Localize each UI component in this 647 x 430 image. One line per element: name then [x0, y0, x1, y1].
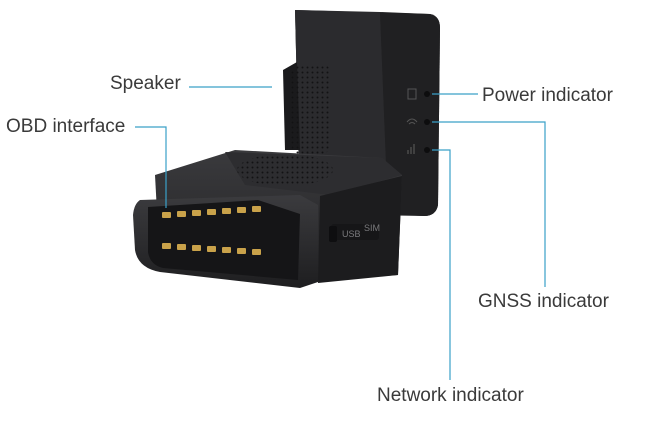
network-leader — [432, 149, 451, 380]
power-icon — [407, 88, 417, 100]
network-led — [424, 147, 430, 153]
gnss-leader — [432, 121, 546, 287]
top-speaker-grille — [237, 154, 333, 186]
indicator-leds — [406, 88, 430, 154]
speaker-label: Speaker — [110, 73, 181, 94]
gnss-led — [424, 119, 430, 125]
side-speaker-grille — [291, 64, 331, 154]
gnss-icon — [406, 118, 418, 125]
obd-interface-label: OBD interface — [6, 116, 126, 137]
power-led — [424, 91, 430, 97]
gnss-indicator-label: GNSS indicator — [478, 291, 609, 312]
usb-sim-slot — [331, 224, 379, 240]
obd-leader — [135, 126, 167, 208]
network-icon — [407, 144, 415, 154]
usb-port-label: USB — [342, 229, 361, 239]
obd-pins — [162, 206, 261, 255]
leader-lines — [135, 86, 546, 380]
network-indicator-label: Network indicator — [377, 385, 524, 406]
power-indicator-label: Power indicator — [482, 85, 613, 106]
obd-plug — [133, 195, 318, 288]
device-front-housing: USB SIM — [155, 150, 402, 283]
sim-port-label: SIM — [364, 223, 380, 233]
